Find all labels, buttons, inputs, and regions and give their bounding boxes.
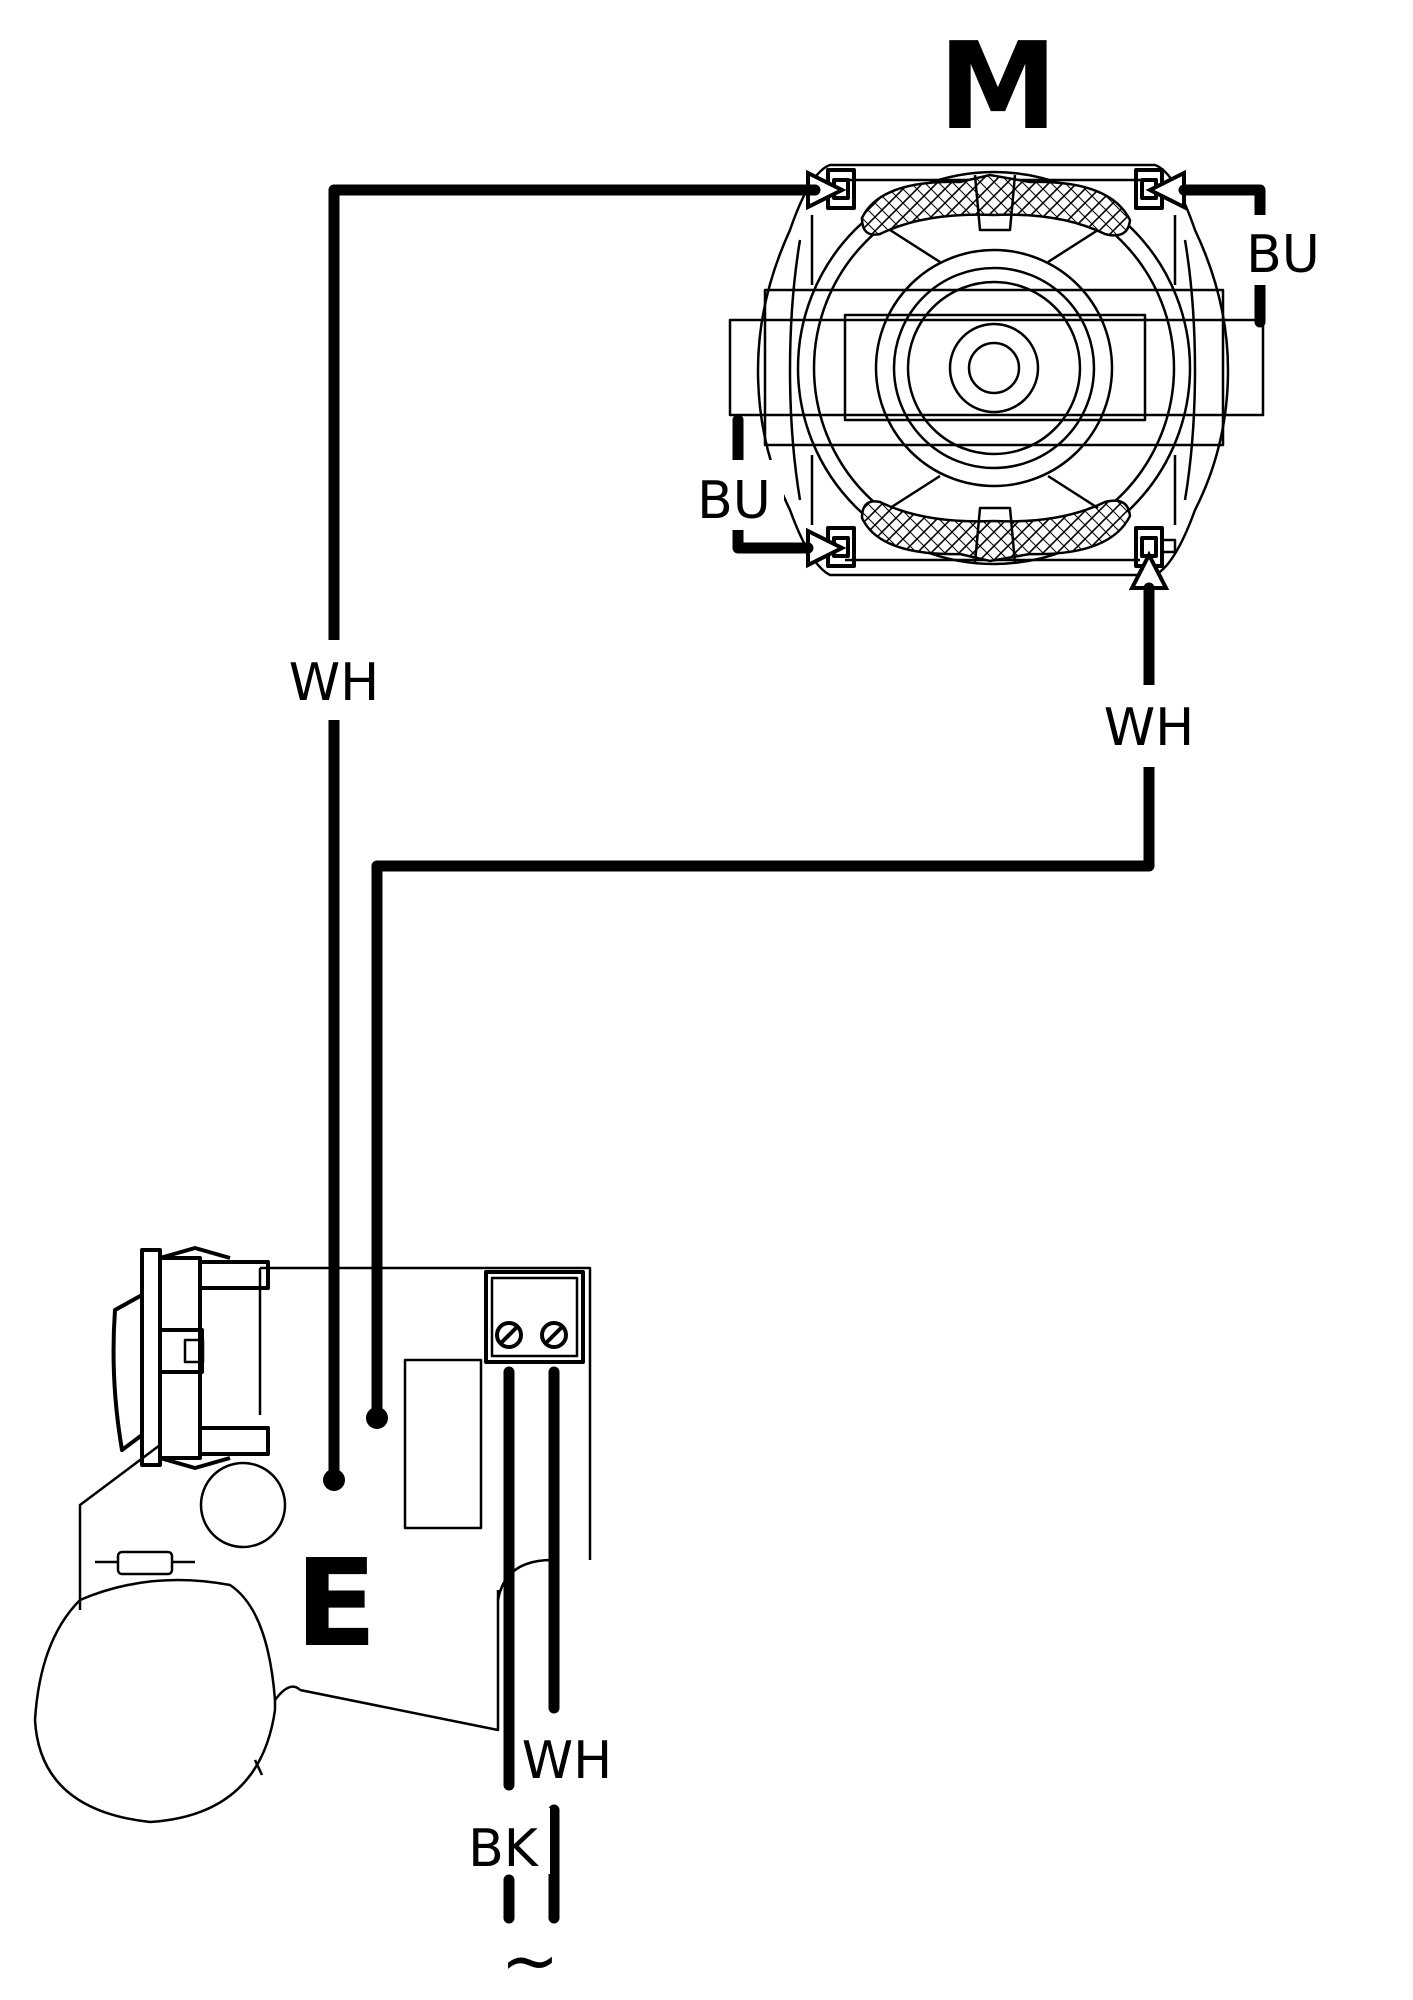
wire-end-dot-right — [366, 1407, 388, 1429]
motor-winding-bottom — [860, 499, 1132, 563]
motor-winding-top — [860, 173, 1132, 237]
motor-label: M — [938, 18, 1057, 157]
motor — [728, 163, 1265, 590]
controller-label: E — [295, 1535, 377, 1674]
terminal-screw-left — [495, 1321, 523, 1349]
terminal-screw-right — [540, 1321, 568, 1349]
controller-capacitor — [199, 1461, 287, 1549]
controller — [33, 1246, 592, 1824]
motor-crossbar — [728, 318, 1265, 417]
wire-wh-left-label: WH — [289, 653, 380, 713]
terminal-block — [484, 1270, 585, 1364]
ac-supply-symbol: ~ — [501, 1920, 560, 2000]
wire-wh-left — [328, 184, 821, 1486]
wire-bu-top-label: BU — [1246, 225, 1320, 285]
controller-resistor — [95, 1550, 195, 1576]
motor-housing — [756, 163, 1230, 577]
motor-stator-ring — [796, 170, 1192, 566]
motor-rotor — [874, 248, 1114, 488]
wire-end-dot-left — [323, 1469, 345, 1491]
wire-bu-bottom-label: BU — [697, 471, 771, 531]
power-switch[interactable] — [111, 1246, 270, 1470]
wire-wh-supply-label: WH — [522, 1731, 613, 1791]
wire-wh-right-label: WH — [1104, 698, 1195, 758]
wire-bk-supply-label: BK — [468, 1819, 540, 1879]
motor-shaft — [948, 322, 1040, 414]
controller-relay — [403, 1358, 483, 1530]
controller-board — [78, 1266, 592, 1732]
controller-knob[interactable] — [33, 1599, 301, 1824]
